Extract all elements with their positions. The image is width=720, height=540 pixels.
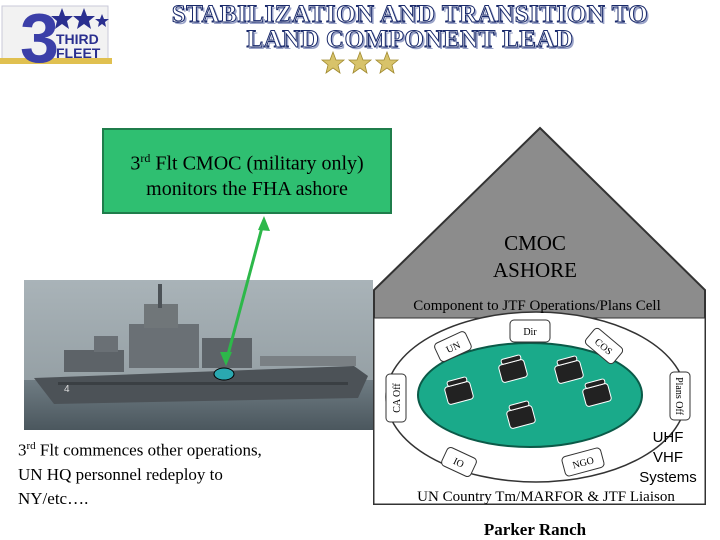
tab-ngo: NGO [561, 447, 605, 477]
svg-text:CA Off: CA Off [392, 383, 403, 413]
svg-text:Dir: Dir [523, 327, 537, 338]
ship-marker [213, 367, 235, 381]
phone-icon [582, 378, 612, 407]
title-stars [320, 50, 400, 74]
star-icon [374, 50, 400, 74]
phone-icon [506, 400, 536, 429]
logo-text-third: THIRD [56, 31, 99, 47]
callout-line-1: 3rd Flt CMOC (military only) [130, 151, 364, 175]
svg-text:Plans Off: Plans Off [673, 377, 684, 416]
callout-line-2: monitors the FHA ashore [146, 177, 348, 200]
phone-icon [444, 376, 474, 405]
cell-title: Component to JTF Operations/Plans Cell [413, 298, 661, 314]
cmoc-ashore-label: CMOC ASHORE [492, 231, 577, 282]
svg-text:NGO: NGO [571, 455, 595, 471]
radio-systems-label: UHF VHF Systems [639, 429, 697, 486]
tab-dir: Dir [509, 319, 551, 343]
svg-text:4: 4 [64, 384, 70, 395]
location-label: Parker Ranch [483, 520, 587, 539]
title-line-2: LAND COMPONENT LEAD [246, 26, 574, 53]
liaison-label: UN Country Tm/MARFOR & JTF Liaison [417, 489, 675, 505]
conference-table [417, 342, 643, 448]
tab-un: UN [434, 331, 472, 363]
title-line-1: STABILIZATION AND TRANSITION TO [171, 1, 649, 28]
star-icon [320, 50, 346, 74]
ship-caption: 3rd Flt commences other operations, UN H… [18, 440, 262, 508]
page-title: STABILIZATION AND TRANSITION TO LAND COM… [120, 1, 700, 53]
phone-icon [498, 354, 528, 383]
third-fleet-logo: 3 THIRD FLEET [0, 0, 112, 76]
star-icon [51, 8, 109, 29]
logo-text-fleet: FLEET [56, 45, 101, 61]
ship-photo: 4 [24, 280, 373, 430]
tab-cos: COS [584, 327, 624, 365]
logo-numeral: 3 [20, 0, 59, 76]
star-icon [347, 50, 373, 74]
phone-icon [554, 355, 584, 384]
tab-plans-off: Plans Off [669, 371, 691, 421]
tab-ca-off: CA Off [385, 373, 407, 423]
cmoc-callout: 3rd Flt CMOC (military only) monitors th… [102, 128, 392, 214]
tab-io: IO [441, 446, 477, 478]
svg-text:IO: IO [451, 456, 465, 470]
